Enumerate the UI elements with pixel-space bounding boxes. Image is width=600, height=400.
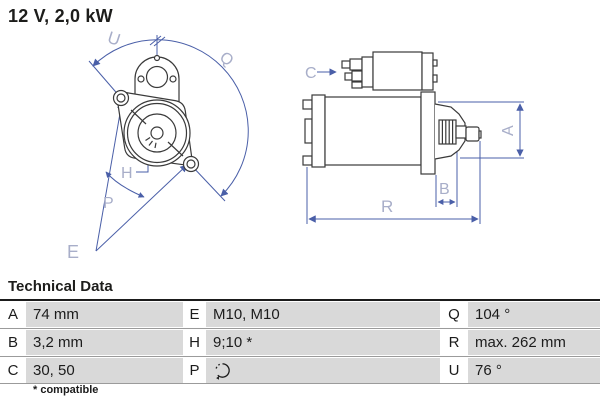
solenoid [361, 56, 374, 88]
section-heading: Technical Data [8, 278, 113, 295]
side-view-part [302, 51, 482, 175]
param-value: 76 ° [468, 358, 600, 383]
param-value: max. 262 mm [468, 330, 600, 355]
dim-label-u: U [105, 28, 123, 50]
dim-label-a: A [500, 125, 517, 136]
table-row: B 3,2 mm H 9;10 * R max. 262 mm [0, 330, 600, 355]
motor-body [324, 96, 422, 166]
param-key: C [0, 358, 26, 383]
param-value: 74 mm [26, 302, 183, 327]
param-key: P [183, 358, 206, 383]
dim-label-b: B [439, 181, 450, 198]
param-key: E [183, 302, 206, 327]
param-key: H [183, 330, 206, 355]
front-view-part [112, 54, 200, 173]
row-separator [0, 327, 600, 330]
pinion-gear [438, 119, 457, 145]
param-value-rotation [206, 358, 440, 383]
angle-arc [92, 39, 249, 197]
param-key: A [0, 302, 26, 327]
dim-label-e: E [67, 242, 79, 262]
technical-data-table: A 74 mm E M10, M10 Q 104 ° B 3,2 mm H 9;… [0, 302, 600, 384]
table-bottom-line [0, 383, 600, 384]
side-view-dimensions [306, 68, 524, 224]
rotation-direction-icon [215, 363, 230, 380]
dim-label-q: Q [216, 49, 236, 70]
dim-label-h: H [121, 165, 133, 182]
flange-plate [420, 91, 436, 175]
param-value: 104 ° [468, 302, 600, 327]
bracket-hole [145, 65, 169, 89]
row-separator [0, 355, 600, 358]
param-value: M10, M10 [206, 302, 440, 327]
table-row: C 30, 50 P U 76 ° [0, 358, 600, 383]
dim-label-r: R [381, 197, 393, 216]
page-title: 12 V, 2,0 kW [8, 6, 113, 26]
param-key: B [0, 330, 26, 355]
dim-label-p: P [103, 195, 114, 212]
param-value: 30, 50 [26, 358, 183, 383]
dim-label-c: C [305, 65, 317, 82]
param-key: R [440, 330, 468, 355]
shaft-hole [150, 126, 164, 140]
param-key: U [440, 358, 468, 383]
compatibility-footnote: * compatible [33, 384, 99, 396]
param-value: 3,2 mm [26, 330, 183, 355]
table-row: A 74 mm E M10, M10 Q 104 ° [0, 302, 600, 327]
param-key: Q [440, 302, 468, 327]
motor-end-cap [311, 94, 326, 168]
param-value: 9;10 * [206, 330, 440, 355]
starter-motor-technical-drawing: U Q H P E [67, 28, 524, 262]
heading-rule [0, 299, 600, 301]
